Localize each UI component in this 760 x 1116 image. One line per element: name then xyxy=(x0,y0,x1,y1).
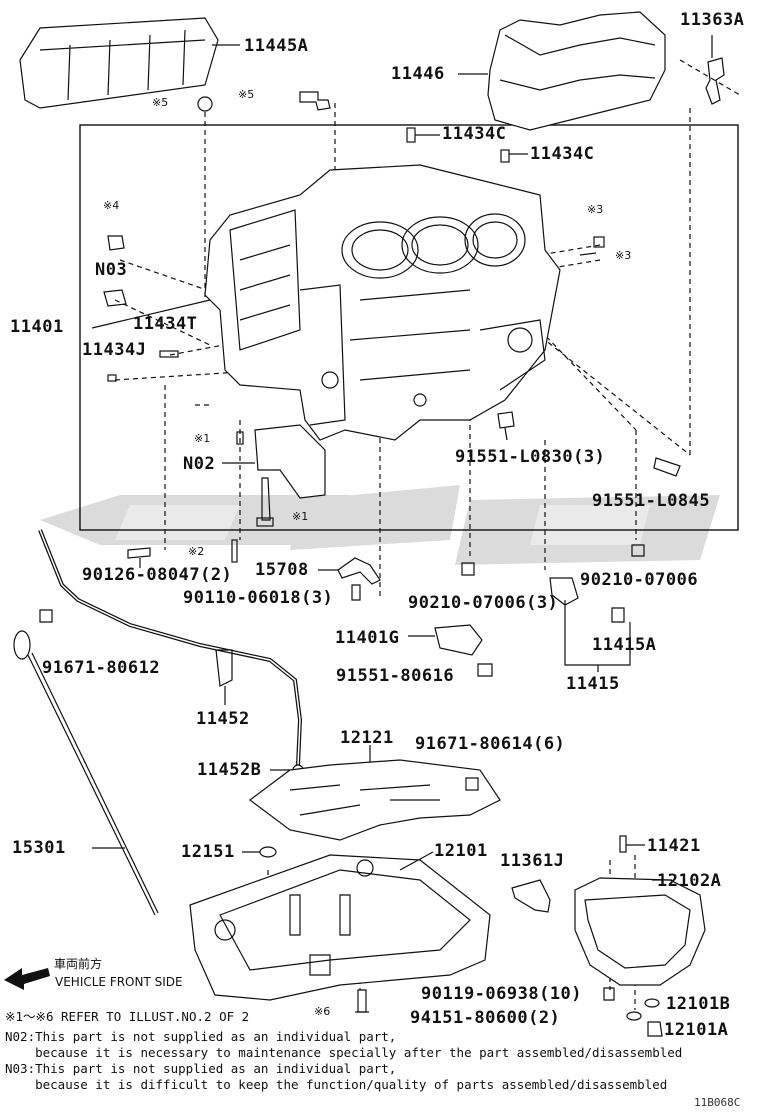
mark-1a: ※1 xyxy=(194,432,211,445)
direction-jp: 車両前方 xyxy=(54,957,103,971)
plug-5b xyxy=(299,91,331,111)
dipstick-15301 xyxy=(13,630,159,916)
label-12101B: 12101B xyxy=(666,994,731,1014)
mark-1b: ※1 xyxy=(292,510,309,523)
bracket-11361J xyxy=(511,879,551,913)
mark-4: ※4 xyxy=(103,199,120,212)
label-91551-80616: 91551-80616 xyxy=(336,666,455,686)
bolt-91671-80612 xyxy=(39,609,53,623)
label-11363A: 11363A xyxy=(680,10,745,30)
label-N03: N03 xyxy=(95,260,128,280)
note-n03-line1: N03:This part is not supplied as an indi… xyxy=(5,1061,397,1076)
plug-N03 xyxy=(103,289,127,307)
note-n02-line1: N02:This part is not supplied as an indi… xyxy=(5,1029,397,1044)
label-90210-07006-2: 90210-07006(3) xyxy=(408,593,559,613)
label-94151-80600: 94151-80600(2) xyxy=(410,1008,561,1028)
label-11434T: 11434T xyxy=(133,314,198,334)
plug-12101A xyxy=(647,1021,663,1037)
label-15301: 15301 xyxy=(12,838,66,858)
oil-jet-15708 xyxy=(337,557,381,585)
label-11415A: 11415A xyxy=(592,635,657,655)
sensor-11401G xyxy=(434,624,483,656)
union-11415 xyxy=(549,577,579,606)
bracket-11363A xyxy=(679,35,741,105)
cylinder-block-11401 xyxy=(204,164,561,441)
pin-11434J xyxy=(107,374,117,382)
label-12151: 12151 xyxy=(181,842,235,862)
label-12101: 12101 xyxy=(434,841,488,861)
oil-pan-upper-12101 xyxy=(189,851,491,1001)
mark-2: ※2 xyxy=(188,545,205,558)
label-11434J: 11434J xyxy=(82,340,147,360)
bolt-1 xyxy=(261,477,271,521)
bearing-cap-N02 xyxy=(222,424,326,499)
label-90119-06938: 90119-06938(10) xyxy=(421,984,583,1004)
plug-90210-2 xyxy=(461,562,475,576)
plug-5a xyxy=(197,96,213,112)
label-91551-L0845: 91551-L0845 xyxy=(592,491,711,511)
plug-90210-1 xyxy=(631,544,645,557)
label-11445A: 11445A xyxy=(244,36,309,56)
label-12121: 12121 xyxy=(340,728,394,748)
gasket-12101B xyxy=(644,998,660,1008)
mark-5b: ※5 xyxy=(238,88,255,101)
bolt-90119 xyxy=(603,987,615,1001)
label-91671-80614: 91671-80614(6) xyxy=(415,734,566,754)
engine-block-frame xyxy=(79,124,739,531)
label-11452: 11452 xyxy=(196,709,250,729)
label-11361J: 11361J xyxy=(500,851,565,871)
label-11421: 11421 xyxy=(647,836,701,856)
note-n03-line2: because it is difficult to keep the func… xyxy=(5,1077,668,1092)
label-11434C-2: 11434C xyxy=(530,144,595,164)
label-11434C-1: 11434C xyxy=(442,124,507,144)
mark-6: ※6 xyxy=(314,1005,331,1018)
note-n02-line2: because it is necessary to maintenance s… xyxy=(5,1045,683,1060)
note-ref: ※1～※6 REFER TO ILLUST.NO.2 OF 2 xyxy=(5,1009,250,1024)
mark-3b: ※3 xyxy=(615,249,632,262)
baffle-plate-12121 xyxy=(249,745,501,841)
direction-en: VEHICLE FRONT SIDE xyxy=(55,975,183,989)
bolt-4 xyxy=(107,235,125,251)
oil-pan-lower-12102A xyxy=(574,877,706,986)
label-91551-L0830: 91551-L0830(3) xyxy=(455,447,606,467)
mark-5a: ※5 xyxy=(152,96,169,109)
insulator-11446 xyxy=(458,11,666,131)
bolt-6 xyxy=(357,989,367,1013)
gasket-12151 xyxy=(259,846,277,858)
stud-90126 xyxy=(127,547,151,559)
front-side-arrow-icon xyxy=(4,968,50,990)
bolt-91551-L0845 xyxy=(653,457,681,477)
label-11446: 11446 xyxy=(391,64,445,84)
bolt-91551-L0830 xyxy=(497,411,515,441)
cover-11445A xyxy=(19,17,240,109)
label-N02: N02 xyxy=(183,454,216,474)
bracket-line-11415 xyxy=(564,600,631,666)
label-90210-07006-1: 90210-07006 xyxy=(580,570,699,590)
label-11401: 11401 xyxy=(10,317,64,337)
label-11401G: 11401G xyxy=(335,628,400,648)
label-12101A: 12101A xyxy=(664,1020,729,1040)
mark-3a: ※3 xyxy=(587,203,604,216)
illustration-code: 11B068C xyxy=(694,1096,741,1109)
stud-11434C-2 xyxy=(500,149,510,163)
dowel-3 xyxy=(593,236,605,248)
label-90126-08047: 90126-08047(2) xyxy=(82,565,233,585)
label-11415: 11415 xyxy=(566,674,620,694)
guide-bracket xyxy=(215,649,233,687)
pin-11434T xyxy=(159,350,179,358)
gasket-94151 xyxy=(626,1011,642,1021)
stud-11421 xyxy=(619,835,627,853)
stud-11434C-1 xyxy=(406,127,416,143)
label-12102A: 12102A xyxy=(657,871,722,891)
label-15708: 15708 xyxy=(255,560,309,580)
label-91671-80612: 91671-80612 xyxy=(42,658,161,678)
label-90110-06018: 90110-06018(3) xyxy=(183,588,334,608)
label-11452B: 11452B xyxy=(197,760,262,780)
